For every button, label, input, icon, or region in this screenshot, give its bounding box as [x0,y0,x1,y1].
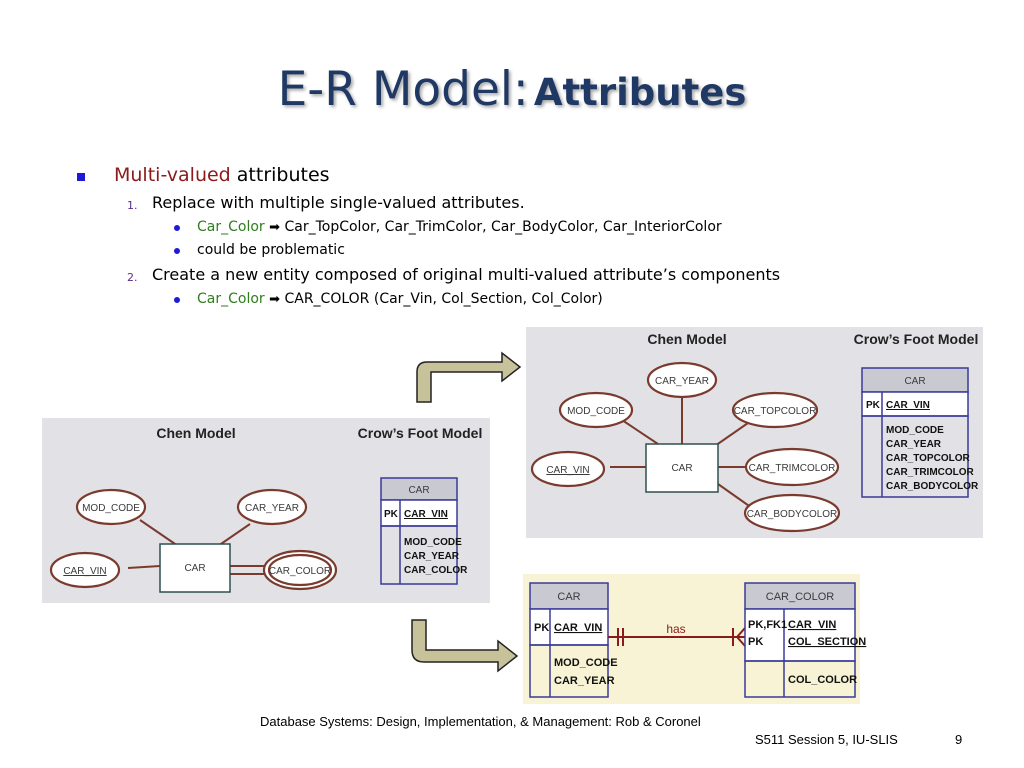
right-crows-label: Crow’s Foot Model [854,331,979,347]
left-attr-mod-code [75,488,147,526]
sub-item-1-1: Car_Color ➡ Car_TopColor, Car_TrimColor,… [197,219,722,235]
bottom-car-name: CAR [557,591,580,603]
right-table-field: MOD_CODE [886,425,944,436]
left-table-pk: CAR_VIN [404,509,448,520]
left-diagram: Chen Model Crow’s Foot Model CAR MOD_COD… [42,418,490,603]
bottom-car-header [529,582,609,610]
right-table-field: CAR_TOPCOLOR [886,453,970,464]
bottom-car-field: CAR_YEAR [554,675,615,687]
bottom-carcolor-key-rows [744,608,856,662]
right-table-field: CAR_BODYCOLOR [886,481,979,492]
right-table-name: CAR [904,376,925,387]
right-chen-label: Chen Model [647,331,726,347]
item-text-2: Create a new entity composed of original… [152,265,781,284]
left-table-fields [380,525,458,585]
right-attr-car-vin [530,450,606,488]
bottom-car-fields [529,644,609,698]
right-attr-mod-code [558,391,634,429]
footer-session: S511 Session 5, IU-SLIS [755,732,898,747]
left-attr-car-year-label: CAR_YEAR [245,503,299,514]
right-arrow-icon: ➡ [269,292,281,307]
bullet-multivalued: Multi-valued attributes [114,164,330,186]
right-attr-car-topcolor [731,391,819,429]
relationship-label: has [666,622,685,636]
right-entity-car [645,443,719,493]
bottom-carcolor-key: CAR_VIN [788,619,836,631]
sub-item-1-1-text: Car_TopColor, Car_TrimColor, Car_BodyCol… [280,219,722,235]
right-table-field: CAR_TRIMCOLOR [886,467,975,478]
multivalued-highlight: Multi-valued [114,164,231,186]
right-table-field: CAR_YEAR [886,439,942,450]
car-color-highlight: Car_Color [197,291,265,307]
right-attr-car-trimcolor-label: CAR_TRIMCOLOR [749,463,836,474]
left-entity-car [159,543,231,593]
left-attr-car-vin [49,551,121,589]
page-number: 9 [955,732,963,747]
right-diagram: Chen Model Crow’s Foot Model CAR CAR_YEA… [526,327,983,538]
left-chen-label: Chen Model [156,425,235,441]
title-sub: Attributes [533,71,747,114]
left-table-name: CAR [408,485,429,496]
title-main: E-R Model: [277,62,529,117]
left-attr-mod-code-label: MOD_CODE [82,503,140,514]
bottom-carcolor-name: CAR_COLOR [766,591,835,603]
right-table-pk-label: PK [866,400,881,411]
right-attr-car-vin-label: CAR_VIN [546,465,589,476]
bottom-carcolor-key-label: PK [748,636,763,648]
right-entity-label: CAR [671,463,692,474]
bottom-carcolor-field: COL_COLOR [788,674,857,686]
left-attr-car-vin-label: CAR_VIN [63,566,106,577]
slide-title: E-R Model: Attributes [0,62,1024,117]
left-table-pk-label: PK [384,509,399,520]
left-table-field: MOD_CODE [404,537,462,548]
left-attr-car-color [267,553,333,587]
right-attr-car-bodycolor-label: CAR_BODYCOLOR [747,509,838,520]
bullet-square-icon [77,173,85,181]
bullet-dot-icon [174,225,180,231]
bottom-car-pk-row [529,608,609,646]
bullet-dot-icon [174,248,180,254]
bullet-dot-icon [174,297,180,303]
right-attr-car-bodycolor [743,493,841,533]
bottom-carcolor-key: COL_SECTION [788,636,866,648]
left-table-field: CAR_YEAR [404,551,460,562]
footer-source: Database Systems: Design, Implementation… [260,714,701,729]
right-table-fields [861,415,969,498]
bent-arrow-up-icon [416,351,522,403]
left-attr-car-color-label: CAR_COLOR [269,566,331,577]
bottom-car-pk-label: PK [534,622,549,634]
left-table-field: CAR_COLOR [404,565,468,576]
item-number-1: 1. [127,199,138,212]
sub-item-2-1-text: CAR_COLOR (Car_Vin, Col_Section, Col_Col… [280,291,603,307]
bottom-diagram: CAR PK CAR_VIN MOD_CODE CAR_YEAR has CAR… [523,574,866,704]
bottom-carcolor-key-label: PK,FK1 [748,619,787,631]
car-color-highlight: Car_Color [197,219,265,235]
right-table-pk: CAR_VIN [886,400,930,411]
multivalued-rest: attributes [230,164,330,186]
left-crows-label: Crow’s Foot Model [358,425,483,441]
item-number-2: 2. [127,271,138,284]
right-attr-car-trimcolor [744,447,840,487]
right-arrow-icon: ➡ [269,220,281,235]
sub-item-1-2: could be problematic [197,242,345,258]
left-attr-car-year [236,488,308,526]
bottom-car-field: MOD_CODE [554,657,618,669]
bottom-car-pk: CAR_VIN [554,622,602,634]
sub-item-2-1: Car_Color ➡ CAR_COLOR (Car_Vin, Col_Sect… [197,291,603,307]
bent-arrow-down-icon [411,619,519,673]
right-attr-car-year [646,361,718,399]
item-text-1: Replace with multiple single-valued attr… [152,193,525,212]
left-entity-label: CAR [184,563,205,574]
right-attr-mod-code-label: MOD_CODE [567,406,625,417]
bottom-carcolor-fields [744,660,856,698]
right-attr-car-year-label: CAR_YEAR [655,376,709,387]
right-attr-car-topcolor-label: CAR_TOPCOLOR [734,406,817,417]
